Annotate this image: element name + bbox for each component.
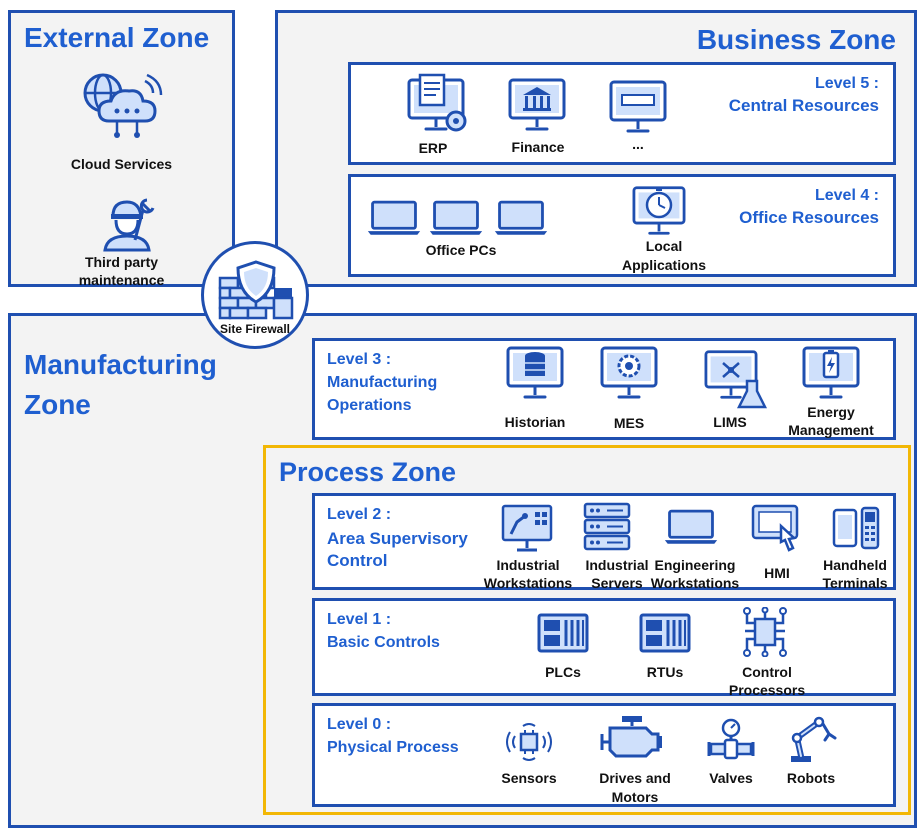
third-party-label-2: maintenance bbox=[78, 272, 165, 288]
mes-icon bbox=[599, 345, 659, 401]
sensor-icon bbox=[505, 720, 553, 764]
finance-label: Finance bbox=[511, 139, 565, 155]
drives-motors-label-1: Drives and bbox=[599, 770, 671, 786]
office-pc-icon-2 bbox=[428, 199, 484, 237]
level-0-box: Level 0 : Physical Process Sensors Drive… bbox=[312, 703, 896, 807]
level-5-title-1: Level 5 : bbox=[814, 75, 879, 92]
mes-label: MES bbox=[613, 415, 645, 431]
office-pc-icon-1 bbox=[366, 199, 422, 237]
process-zone-title: Process Zone bbox=[279, 457, 457, 487]
motor-icon bbox=[600, 714, 664, 762]
erp-label: ERP bbox=[418, 140, 448, 156]
external-zone: External Zone Cloud Services Third party… bbox=[8, 10, 235, 288]
finance-icon bbox=[507, 77, 567, 133]
handheld-terminals-label-1: Handheld bbox=[823, 557, 887, 573]
industrial-workstations-label-2: Workstations bbox=[483, 575, 573, 591]
historian-label: Historian bbox=[504, 414, 566, 430]
plcs-label: PLCs bbox=[545, 664, 581, 680]
local-applications-label-1: Local bbox=[645, 238, 683, 254]
level-4-title-2: Office Resources bbox=[739, 208, 879, 227]
level-2-title-3: Control bbox=[327, 551, 388, 570]
level-2-title-2: Area Supervisory bbox=[327, 529, 468, 548]
level-1-title-2: Basic Controls bbox=[327, 634, 440, 651]
erp-icon bbox=[406, 73, 470, 137]
site-firewall-label: Site Firewall bbox=[219, 322, 291, 336]
cloud-services-icon bbox=[81, 71, 166, 141]
level-5-title-2: Central Resources bbox=[728, 96, 879, 115]
energy-management-icon bbox=[801, 345, 861, 401]
industrial-servers-label-1: Industrial bbox=[585, 557, 649, 573]
rtu-icon bbox=[639, 613, 691, 653]
local-applications-label-2: Applications bbox=[621, 257, 706, 273]
handheld-terminals-icon bbox=[832, 506, 880, 550]
site-firewall: Site Firewall bbox=[201, 241, 309, 349]
level-3-title-3: Operations bbox=[327, 397, 412, 414]
business-zone-title: Business Zone bbox=[696, 24, 896, 55]
historian-icon bbox=[505, 345, 565, 401]
industrial-servers-label-2: Servers bbox=[591, 575, 643, 591]
generic-app-icon bbox=[608, 79, 668, 135]
robot-arm-icon bbox=[785, 712, 837, 764]
industrial-servers-icon bbox=[583, 502, 631, 552]
hmi-label: HMI bbox=[764, 565, 790, 581]
level-4-title-1: Level 4 : bbox=[814, 187, 879, 204]
handheld-terminals-label-2: Terminals bbox=[822, 575, 888, 591]
firewall-icon bbox=[218, 260, 294, 320]
office-pc-icon-3 bbox=[493, 199, 549, 237]
level-3-title-1: Level 3 : bbox=[327, 351, 392, 368]
valve-icon bbox=[707, 718, 755, 762]
engineering-workstations-label-1: Engineering bbox=[654, 557, 736, 573]
engineering-workstations-label-2: Workstations bbox=[650, 575, 740, 591]
manufacturing-zone-title-2: Zone bbox=[24, 389, 91, 420]
office-pcs-label: Office PCs bbox=[425, 242, 497, 258]
control-processor-icon bbox=[741, 607, 789, 657]
level-1-box: Level 1 : Basic Controls PLCs RTUs Contr… bbox=[312, 598, 896, 698]
industrial-workstations-icon bbox=[501, 504, 553, 552]
valves-label: Valves bbox=[709, 770, 753, 786]
technician-icon bbox=[99, 196, 155, 252]
level-2-title-1: Level 2 : bbox=[327, 506, 392, 523]
level-2-box: Level 2 : Area Supervisory Control Indus… bbox=[312, 493, 896, 591]
level-0-title-1: Level 0 : bbox=[327, 716, 392, 733]
level-3-title-2: Manufacturing bbox=[327, 374, 438, 391]
drives-motors-label-2: Motors bbox=[611, 789, 659, 805]
robots-label: Robots bbox=[786, 770, 836, 786]
external-zone-title: External Zone bbox=[24, 22, 210, 53]
manufacturing-zone-title-1: Manufacturing bbox=[24, 349, 217, 380]
control-processors-label-2: Processors bbox=[728, 682, 806, 698]
level-1-title-1: Level 1 : bbox=[327, 611, 392, 628]
level-5-box: Level 5 : Central Resources ERP Finance … bbox=[348, 62, 896, 165]
lims-label: LIMS bbox=[713, 414, 747, 430]
level-4-box: Level 4 : Office Resources Office PCs Lo… bbox=[348, 174, 896, 277]
sensors-label: Sensors bbox=[501, 770, 557, 786]
energy-management-label-2: Management bbox=[788, 422, 874, 438]
level-0-title-2: Physical Process bbox=[327, 739, 459, 756]
cloud-services-label: Cloud Services bbox=[70, 156, 173, 172]
local-applications-icon bbox=[629, 181, 689, 237]
industrial-workstations-label-1: Industrial bbox=[496, 557, 560, 573]
hmi-icon bbox=[751, 502, 803, 554]
engineering-workstations-icon bbox=[663, 508, 719, 546]
level-3-box: Level 3 : Manufacturing Operations Histo… bbox=[312, 338, 896, 440]
lims-icon bbox=[703, 349, 769, 411]
plc-icon bbox=[537, 613, 589, 653]
energy-management-label-1: Energy bbox=[807, 404, 855, 420]
process-zone: Process Zone bbox=[263, 445, 911, 815]
control-processors-label-1: Control bbox=[742, 664, 792, 680]
third-party-label-1: Third party bbox=[84, 254, 159, 270]
more-label: ... bbox=[632, 136, 644, 152]
rtus-label: RTUs bbox=[646, 664, 684, 680]
